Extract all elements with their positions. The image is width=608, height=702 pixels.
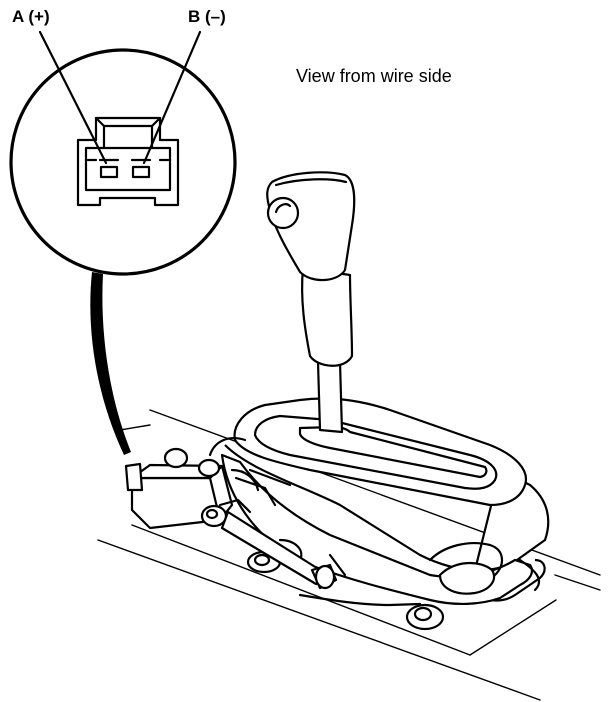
terminal-a-label: A (+) [12, 7, 50, 26]
terminal-b-label: B (–) [188, 7, 226, 26]
shift-lever [266, 171, 356, 434]
wire-leader [90, 272, 131, 455]
shift-gate-cover [208, 397, 528, 507]
shifter-base [220, 444, 550, 631]
shift-lock-solenoid [124, 447, 338, 590]
connector-detail-circle [9, 30, 237, 276]
view-caption: View from wire side [296, 66, 452, 86]
